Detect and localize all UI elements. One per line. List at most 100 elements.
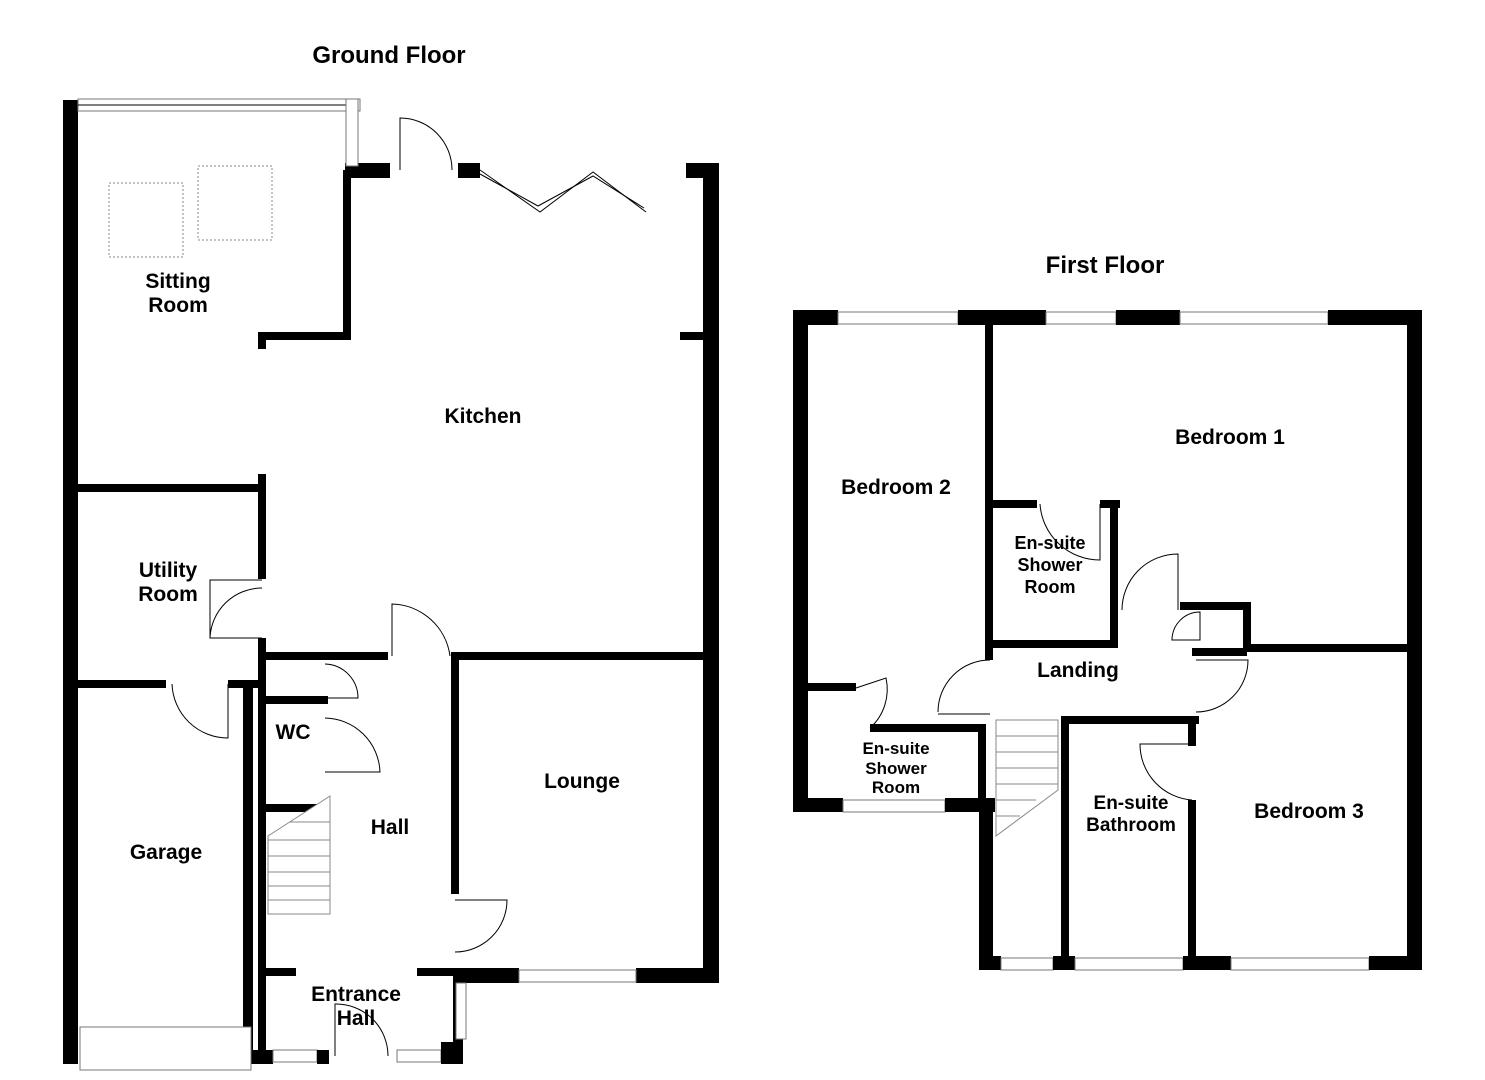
ff-wall-north-3 bbox=[1116, 310, 1180, 325]
ff-wall-ensuite-east bbox=[1110, 500, 1118, 648]
wall-sitting-stub bbox=[258, 332, 266, 349]
ff-cupboard-door bbox=[1171, 611, 1201, 641]
kitchen-hall-door bbox=[391, 603, 451, 657]
ground-floor-title: Ground Floor bbox=[312, 42, 465, 69]
ff-wall-bathroom-west bbox=[1061, 716, 1069, 968]
bedroom-2-label: Bedroom 2 bbox=[841, 476, 951, 499]
cupboard-door bbox=[324, 663, 359, 699]
ff-ensuite2-door bbox=[855, 677, 888, 729]
ff-wall-bathroom-east bbox=[1188, 800, 1196, 965]
wall-sitting-south bbox=[258, 332, 351, 340]
bifold-doors bbox=[479, 169, 647, 213]
ensuite-shower-upper-label-2: Shower bbox=[1017, 555, 1082, 575]
utility-room-label-2: Room bbox=[138, 583, 198, 606]
ensuite-bathroom-label-1: En-suite bbox=[1094, 793, 1169, 814]
ff-window-ensuite-shower bbox=[842, 799, 946, 813]
wall-lounge-south-right bbox=[636, 968, 719, 983]
ensuite-shower-upper-label-3: Room bbox=[1025, 577, 1076, 597]
ff-wall-bed2-east bbox=[985, 320, 993, 660]
entrance-side-window bbox=[455, 982, 467, 1040]
landing-label: Landing bbox=[1037, 659, 1119, 682]
ff-wall-south-3 bbox=[979, 956, 1001, 970]
conservatory-side-window bbox=[345, 98, 359, 167]
wc-label: WC bbox=[276, 721, 311, 744]
wall-utility-east-upper bbox=[258, 474, 266, 579]
ensuite-shower-upper-label-1: En-suite bbox=[1014, 533, 1085, 553]
entrance-window-right bbox=[396, 1049, 442, 1063]
wall-entrance-south-left bbox=[253, 1050, 273, 1064]
wall-east-top bbox=[686, 163, 716, 178]
wall-lounge-north bbox=[453, 652, 708, 660]
ff-window-bathroom bbox=[1074, 957, 1184, 971]
ground-stairs bbox=[267, 795, 331, 915]
ff-wall-south-6 bbox=[1369, 956, 1422, 970]
ff-wall-bed3-north-stub bbox=[1192, 648, 1247, 656]
wall-kitchen-east-stub bbox=[680, 332, 710, 340]
wall-entrance-north-right bbox=[417, 968, 457, 976]
wall-lounge-south-left bbox=[453, 968, 519, 983]
wall-sitting-east bbox=[343, 170, 351, 340]
ground-floor-plan: Ground Floor bbox=[63, 42, 719, 1071]
ff-window-bed2 bbox=[837, 311, 959, 325]
entrance-hall-label-1: Entrance bbox=[311, 983, 401, 1006]
ff-wall-east bbox=[1407, 310, 1422, 970]
wall-kitchen-north-left bbox=[345, 163, 390, 178]
ff-window-stair bbox=[1000, 957, 1054, 971]
skylight-1 bbox=[108, 182, 184, 258]
first-floor-title: First Floor bbox=[1046, 252, 1165, 279]
ff-window-bed3 bbox=[1230, 957, 1370, 971]
bedroom-1-label: Bedroom 1 bbox=[1175, 426, 1285, 449]
sitting-room-label-1: Sitting bbox=[145, 270, 210, 293]
wall-lounge-west bbox=[451, 652, 459, 894]
wall-wc-south bbox=[258, 804, 328, 812]
wall-entrance-south-mid bbox=[317, 1050, 329, 1064]
wall-hall-north-left bbox=[258, 652, 388, 660]
entrance-hall-label-2: Hall bbox=[337, 1007, 376, 1030]
ff-wall-ensuite2-east bbox=[978, 724, 986, 804]
wall-wc-north bbox=[258, 696, 328, 704]
first-floor-plan: First Floor bbox=[793, 252, 1422, 971]
ff-window-bed1 bbox=[1179, 311, 1329, 325]
garage-label: Garage bbox=[130, 841, 202, 864]
ff-ensuite-door bbox=[1039, 503, 1101, 561]
ff-bed3-door bbox=[1195, 659, 1249, 713]
wall-entrance-north-left bbox=[258, 968, 296, 976]
ff-window-ensuite-north bbox=[1045, 311, 1117, 325]
ff-stairs bbox=[995, 719, 1059, 837]
entrance-window-left bbox=[272, 1049, 318, 1063]
wall-east bbox=[703, 163, 719, 983]
ff-wall-cupboard-east bbox=[1243, 602, 1251, 652]
ff-wall-north-1 bbox=[793, 310, 838, 325]
ff-bed2-door bbox=[937, 659, 991, 713]
wall-garage-east bbox=[243, 680, 253, 1064]
ensuite-shower-lower-label-2: Shower bbox=[865, 759, 927, 778]
lounge-label: Lounge bbox=[544, 770, 620, 793]
ff-wall-south-1 bbox=[793, 798, 843, 812]
ff-wall-ensuite2-east-top bbox=[870, 724, 986, 732]
ff-wall-ensuite-south bbox=[985, 640, 1118, 648]
wc-door bbox=[324, 717, 381, 773]
ff-wall-cupboard-north bbox=[1180, 602, 1250, 610]
bedroom-3-label: Bedroom 3 bbox=[1254, 800, 1364, 823]
ff-wall-ensuite2-north bbox=[806, 683, 856, 691]
ff-bed1-door bbox=[1121, 553, 1179, 611]
ff-wall-stair-west bbox=[979, 798, 993, 970]
kitchen-garden-door bbox=[399, 117, 453, 171]
utility-door-frame bbox=[209, 579, 262, 639]
ff-wall-west bbox=[793, 310, 808, 810]
wall-kitchen-north-pier bbox=[458, 163, 480, 178]
ff-wall-ensuite-north-left bbox=[985, 500, 1037, 508]
ff-wall-north-4 bbox=[1328, 310, 1422, 325]
utility-door-swing bbox=[209, 587, 263, 639]
wall-entrance-corner bbox=[441, 1042, 463, 1064]
garage-door bbox=[79, 1026, 252, 1071]
ensuite-shower-lower-label-1: En-suite bbox=[862, 739, 929, 758]
hall-label: Hall bbox=[371, 816, 410, 839]
ff-wall-bathroom-north bbox=[1061, 716, 1199, 724]
front-door bbox=[334, 1003, 389, 1057]
skylight-2 bbox=[197, 165, 273, 241]
lounge-door bbox=[454, 899, 508, 953]
sitting-room-label-2: Room bbox=[148, 294, 208, 317]
wall-garage-north-left bbox=[78, 680, 166, 688]
utility-room-label-1: Utility bbox=[139, 559, 198, 582]
